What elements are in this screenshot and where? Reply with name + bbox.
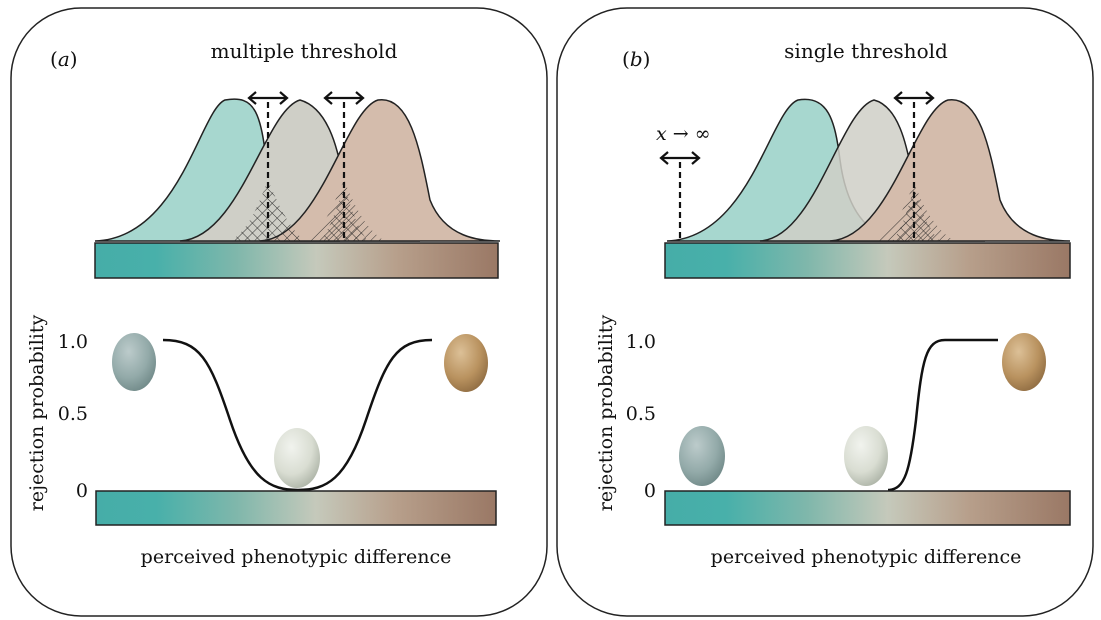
- panel-a-top-gradient-bar: [94, 242, 499, 279]
- panel-a-arrowhead-1r: [279, 91, 289, 105]
- panel-b-top-gradient-bar: [664, 242, 1071, 279]
- panel-a-arrowhead-2r: [355, 91, 365, 105]
- panel-b-label-close: ): [643, 47, 651, 71]
- panel-a-frame: [10, 7, 548, 617]
- panel-a-ytick-1: 1.0: [58, 331, 88, 353]
- panel-b-title: single threshold: [784, 39, 948, 63]
- panel-a-blue-egg: [112, 333, 156, 391]
- panel-b-label-letter: b: [630, 47, 643, 71]
- panel-b-left-threshold: [659, 151, 701, 241]
- panel-a-x-axis-label: perceived phenotypic difference: [141, 546, 452, 568]
- panel-a-arrowhead-2l: [323, 91, 333, 105]
- panel-b-blue-egg: [679, 426, 725, 486]
- panel-b-overlap-cross: [892, 188, 940, 241]
- panel-a-overlap-1: [230, 180, 305, 241]
- panel-a-brown-curve: [259, 99, 501, 242]
- panel-b-rejection-curve: [887, 338, 998, 492]
- panel-a-distributions: [94, 98, 501, 242]
- svg-text:(a): (a): [50, 47, 78, 71]
- panel-a-y-axis-label: rejection probability: [26, 315, 48, 512]
- panel-a: (a) multiple threshold rejection probabi…: [10, 7, 548, 617]
- panel-b-right-arrowhead-r: [925, 91, 935, 105]
- panel-a-arrowhead-1l: [247, 91, 257, 105]
- panel-a-title: multiple threshold: [211, 39, 398, 63]
- panel-b-distributions: [666, 98, 1071, 242]
- panel-a-bottom-gradient-bar: [95, 490, 497, 526]
- panel-b-brown-curve: [829, 99, 1071, 242]
- panel-b-label-open: (: [622, 47, 630, 71]
- panel-a-label-open: (: [50, 47, 58, 71]
- panel-b-threshold-note: x → ∞: [656, 123, 711, 145]
- panel-a-speckled-egg: [274, 428, 320, 488]
- panel-b-right-threshold: [893, 91, 935, 241]
- panel-a-label-close: ): [70, 47, 78, 71]
- panel-b-y-axis-label: rejection probability: [595, 315, 617, 512]
- panel-b-speckled-egg: [844, 426, 888, 486]
- panel-b-x-axis-label: perceived phenotypic difference: [711, 546, 1022, 568]
- panel-b-bottom-gradient-bar: [664, 490, 1071, 526]
- panel-b-right-arrowhead-l: [893, 91, 903, 105]
- panel-a-thresholds: [247, 91, 365, 241]
- panel-a-label-letter: a: [58, 47, 70, 71]
- panel-b-ytick-0: 0: [644, 480, 656, 502]
- panel-b-brown-egg: [1002, 333, 1046, 391]
- panel-a-brown-egg: [444, 334, 488, 392]
- panel-b-ytick-05: 0.5: [626, 403, 656, 425]
- panel-a-rejection-curve: [162, 338, 433, 492]
- panel-a-ytick-05: 0.5: [58, 403, 88, 425]
- panel-b: (b) single threshold x → ∞ rejection pro…: [556, 7, 1094, 617]
- panel-b-left-arrowhead-l: [659, 151, 669, 165]
- svg-text:(b): (b): [622, 47, 650, 71]
- panel-a-ytick-0: 0: [76, 480, 88, 502]
- panel-b-ytick-1: 1.0: [626, 331, 656, 353]
- panel-b-frame: [556, 7, 1094, 617]
- panel-b-left-arrowhead-r: [691, 151, 701, 165]
